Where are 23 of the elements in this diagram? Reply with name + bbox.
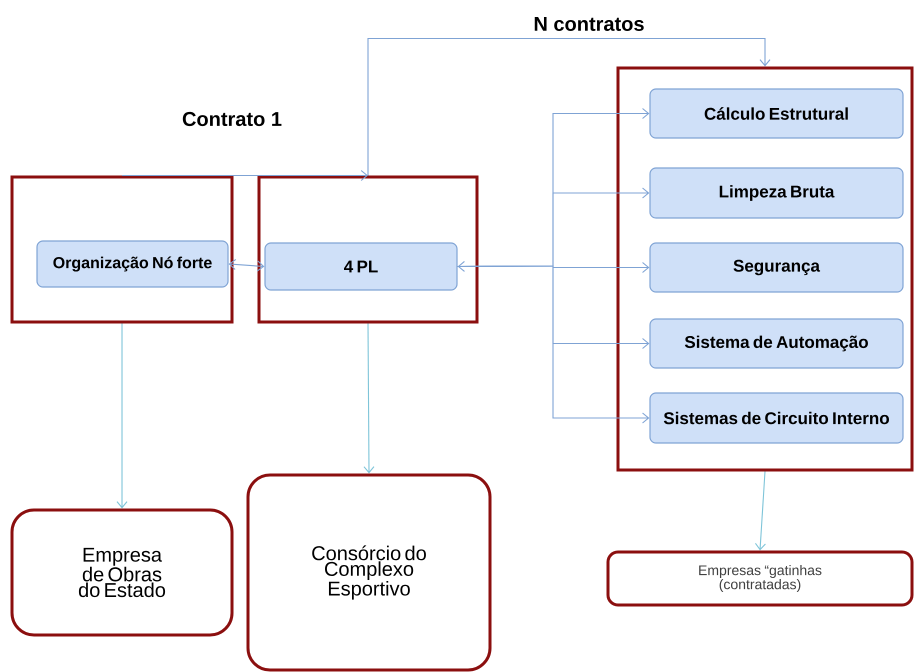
group-frame (616, 66, 914, 472)
entity-box: Empresa de Obras do Estado (10, 508, 234, 636)
arrow (364, 324, 374, 474)
edge-label: N contratos (531, 15, 647, 33)
process-box: Organização Nó forte (36, 240, 229, 288)
process-box: Limpeza Bruta (649, 167, 904, 219)
entity-box: Empresas “gatinhas (contratadas) (606, 550, 914, 606)
process-box: Segurança (649, 242, 904, 293)
arrow (458, 261, 650, 273)
group-frame (10, 176, 234, 324)
process-box: Sistema de Automação (649, 318, 904, 369)
process-box: Sistemas de Circuito Interno (649, 392, 904, 444)
edge-label: Contrato 1 (180, 110, 284, 128)
arrow (755, 471, 766, 550)
arrow (116, 324, 128, 508)
process-box: 4 PL (264, 242, 458, 291)
entity-box: Consórcio do Complexo Esportivo (246, 474, 492, 672)
arrow (458, 265, 650, 424)
arrow (367, 38, 770, 176)
group-frame (258, 176, 478, 324)
arrow (228, 259, 264, 272)
arrow (122, 170, 368, 181)
process-box: Cálculo Estrutural (649, 88, 904, 139)
